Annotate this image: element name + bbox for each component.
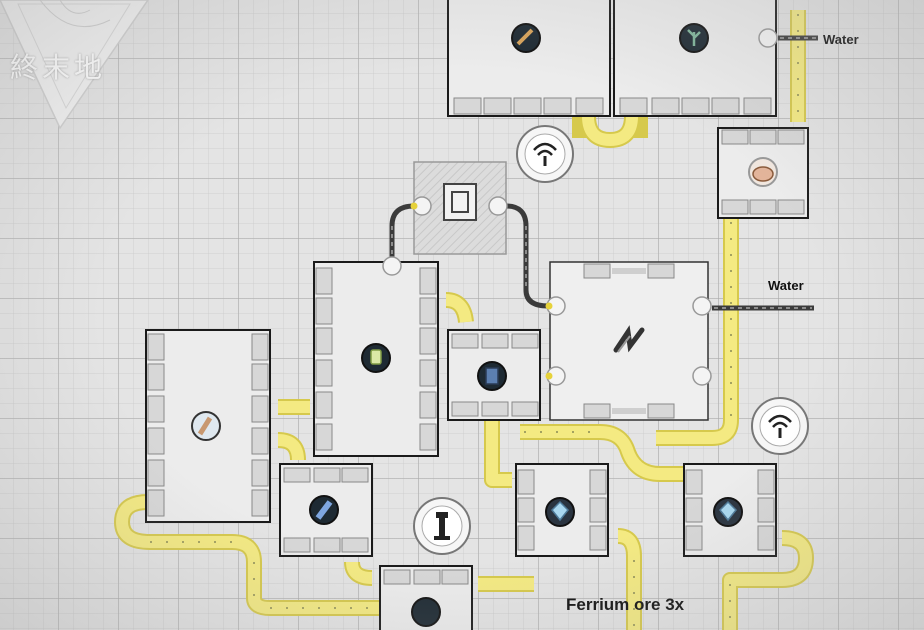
electric-pylon-icon <box>751 397 809 455</box>
item-icons <box>191 23 778 627</box>
water-label-mid: Water <box>768 278 804 293</box>
ports <box>382 28 778 386</box>
machines <box>145 0 809 630</box>
structures <box>413 125 809 555</box>
endfield-logo <box>0 0 149 130</box>
seed-pouch-icon <box>748 157 778 187</box>
refined-crystal-icon <box>511 23 541 53</box>
electric-pylon-icon <box>516 125 574 183</box>
protocol-core-icon <box>613 325 645 353</box>
ore-cluster-icon <box>545 497 575 527</box>
ferrium-ore-icon <box>191 411 221 441</box>
blue-crystal-part-icon <box>477 361 507 391</box>
ferrium-component-icon <box>309 495 339 525</box>
plant-sapling-icon <box>679 23 709 53</box>
caption-text: Ferrium ore 3x <box>566 595 685 614</box>
logo-text: 終末地 <box>10 51 107 84</box>
water-label-top: Water <box>823 32 859 47</box>
ferrium-ore-icon <box>411 597 441 627</box>
ore-cluster-icon <box>713 497 743 527</box>
amethyst-bottle-icon <box>361 343 391 373</box>
relay-tower-icon <box>413 497 471 555</box>
